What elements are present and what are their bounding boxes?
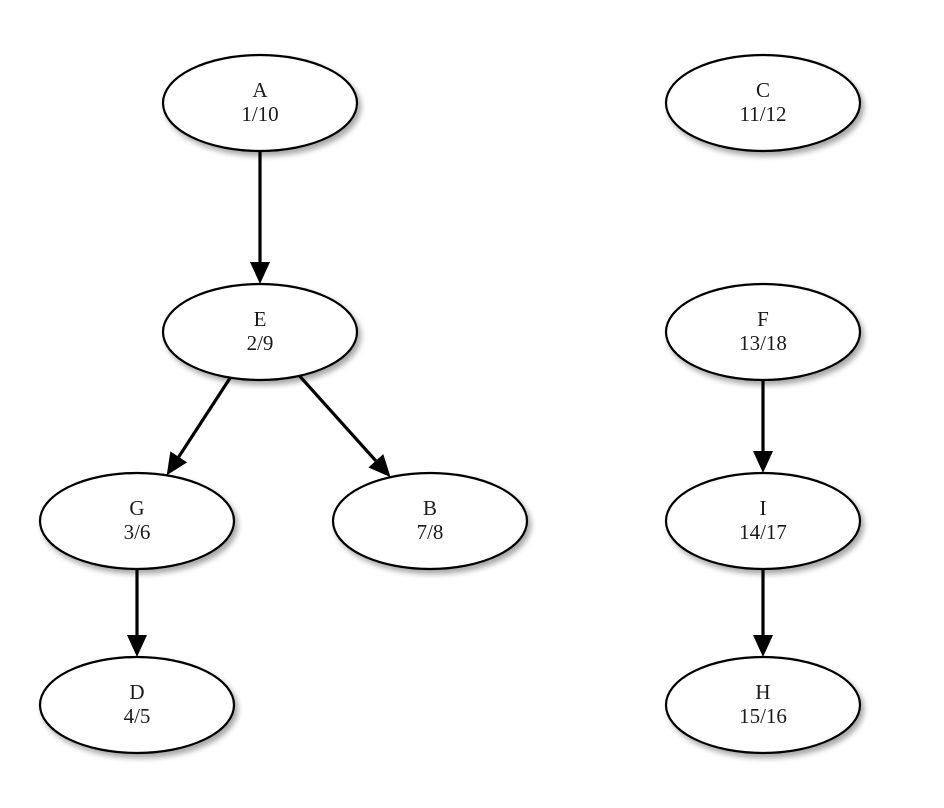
arrowhead-icon — [166, 451, 188, 476]
node-times: 2/9 — [247, 331, 274, 355]
node-times: 11/12 — [739, 102, 786, 126]
node-name: A — [252, 78, 268, 102]
node-f: F13/18 — [664, 282, 862, 382]
node-name: D — [129, 680, 144, 704]
node-name: G — [129, 496, 144, 520]
node-times: 13/18 — [739, 331, 787, 355]
node-ellipse — [664, 471, 862, 571]
arrowhead-icon — [127, 635, 147, 657]
node-name: B — [423, 496, 437, 520]
node-times: 15/16 — [739, 704, 787, 728]
arrowhead-icon — [368, 454, 391, 478]
edge-f-i — [753, 380, 773, 473]
edge-line — [177, 376, 232, 458]
node-name: E — [254, 307, 267, 331]
node-h: H15/16 — [664, 655, 862, 755]
node-a: A1/10 — [161, 53, 359, 153]
edge-a-e — [250, 151, 270, 284]
node-ellipse — [664, 53, 862, 153]
arrowhead-icon — [250, 262, 270, 284]
node-d: D4/5 — [38, 655, 236, 755]
node-g: G3/6 — [38, 471, 236, 571]
node-ellipse — [664, 282, 862, 382]
edge-e-g — [166, 376, 232, 476]
edge-g-d — [127, 569, 147, 657]
node-ellipse — [664, 655, 862, 755]
edges-layer — [127, 151, 773, 657]
node-times: 4/5 — [124, 704, 151, 728]
node-c: C11/12 — [664, 53, 862, 153]
node-e: E2/9 — [161, 282, 359, 382]
edge-e-b — [298, 374, 391, 478]
node-ellipse — [331, 471, 529, 571]
node-ellipse — [161, 53, 359, 153]
node-name: I — [760, 496, 767, 520]
node-i: I14/17 — [664, 471, 862, 571]
node-name: H — [755, 680, 770, 704]
node-times: 7/8 — [417, 520, 444, 544]
node-ellipse — [38, 655, 236, 755]
node-ellipse — [38, 471, 236, 571]
node-ellipse — [161, 282, 359, 382]
node-times: 14/17 — [739, 520, 787, 544]
node-times: 3/6 — [124, 520, 151, 544]
arrowhead-icon — [753, 635, 773, 657]
edge-i-h — [753, 569, 773, 657]
node-name: F — [757, 307, 769, 331]
node-b: B7/8 — [331, 471, 529, 571]
arrowhead-icon — [753, 451, 773, 473]
edge-line — [298, 374, 378, 462]
node-times: 1/10 — [241, 102, 278, 126]
node-name: C — [756, 78, 770, 102]
